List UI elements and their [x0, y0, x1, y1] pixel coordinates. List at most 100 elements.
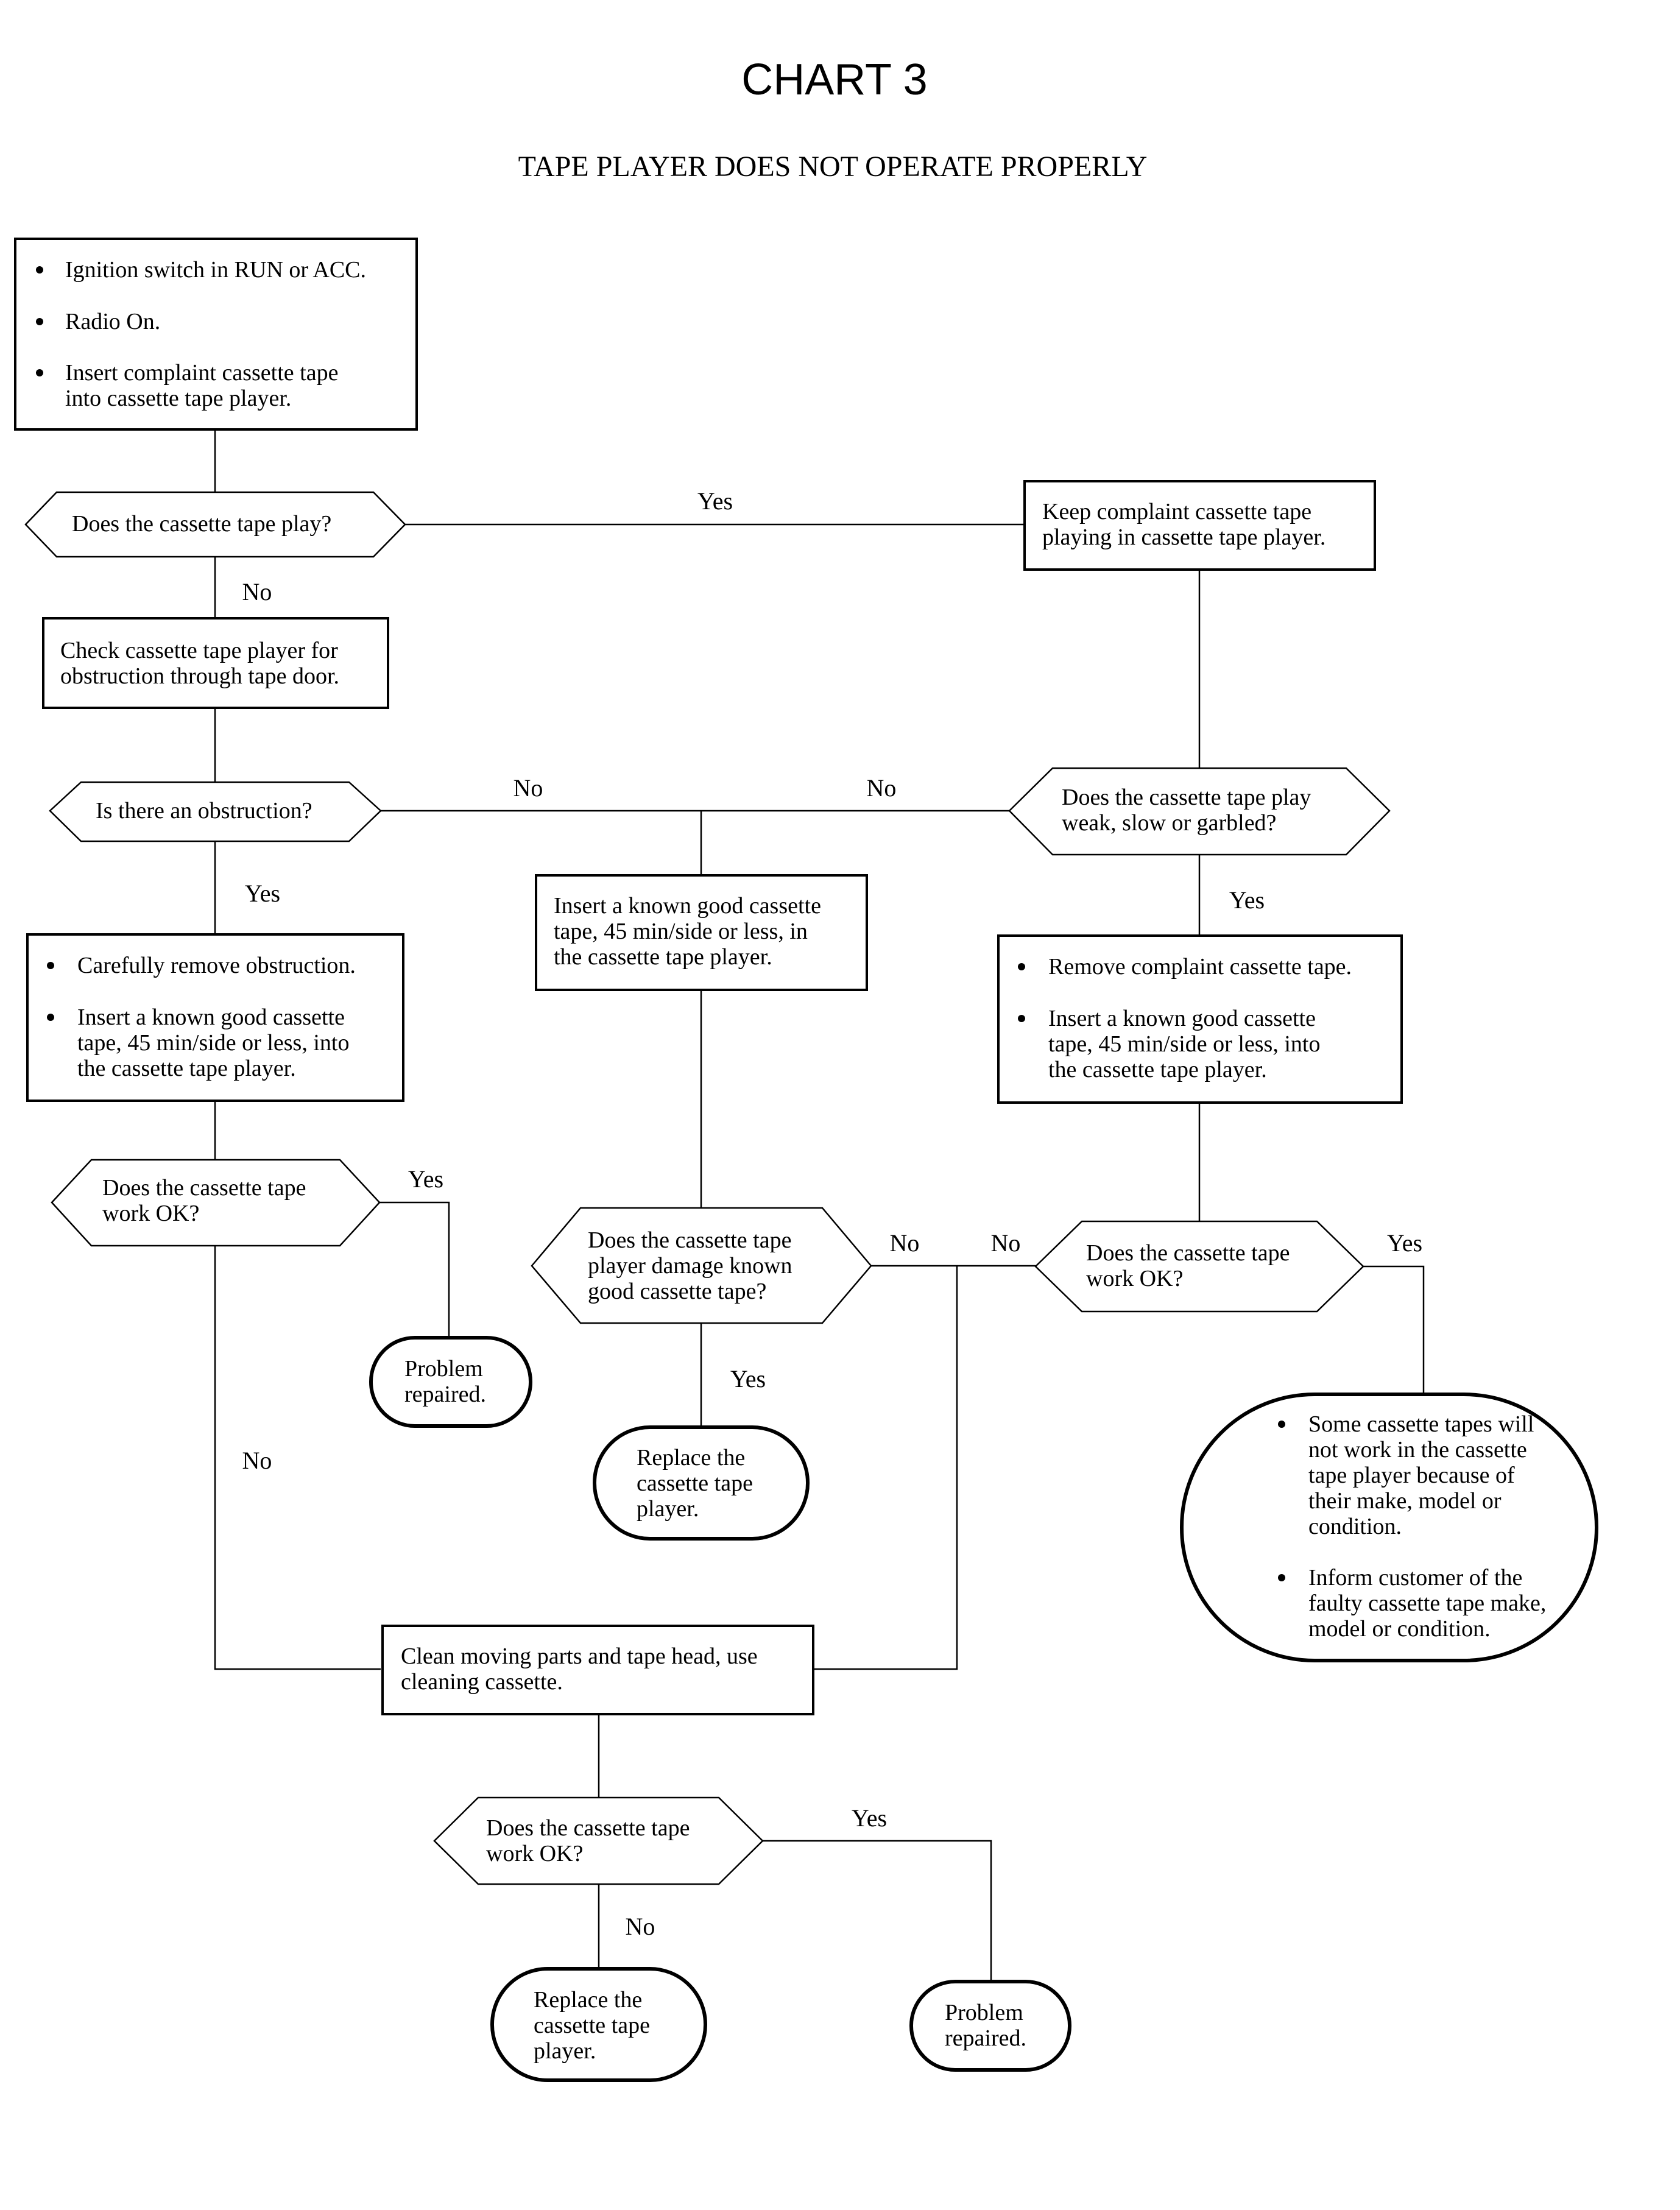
q-work-bottom-text: work OK? — [486, 1841, 583, 1866]
q-work-left-text: work OK? — [102, 1201, 199, 1226]
q-work-right-text: Does the cassette tape — [1086, 1240, 1290, 1266]
chart-subtitle: TAPE PLAYER DOES NOT OPERATE PROPERLY — [518, 150, 1148, 183]
remove-complaint-text: Remove complaint cassette tape. — [1048, 954, 1352, 980]
remove-obstruction-bullet-icon — [47, 1014, 54, 1021]
edge-label-weak-no: No — [867, 774, 897, 802]
keep-playing-box — [1023, 480, 1376, 571]
start-text: Insert complaint cassette tape — [65, 360, 338, 386]
connector-q-work-left-no — [214, 1246, 381, 1670]
node-text-layer: Ignition switch in RUN or ACC. Radio On. I… — [36, 257, 1546, 2064]
connector-q-work-right-yes — [1363, 1265, 1425, 1394]
some-tapes-text: not work in the cassette — [1308, 1437, 1527, 1463]
edge-label-work-left-yes: Yes — [408, 1165, 443, 1193]
some-tapes-terminal — [1180, 1393, 1598, 1662]
check-obstruction-text: Check cassette tape player for — [60, 638, 338, 663]
q-weak-decision — [1008, 767, 1391, 856]
remove-complaint-text: tape, 45 min/side or less, into — [1048, 1031, 1320, 1057]
keep-playing-text: Keep complaint cassette tape — [1042, 499, 1311, 524]
some-tapes-bullet-icon — [1278, 1574, 1285, 1581]
replace-player-2-text: Replace the — [534, 1987, 642, 2013]
insert-good-mid-box — [535, 874, 868, 991]
problem-repaired-1-terminal — [369, 1336, 532, 1428]
q-damage-decision — [531, 1207, 872, 1324]
edge-label-plays-no: No — [242, 578, 272, 605]
q-damage-text: good cassette tape? — [588, 1279, 766, 1304]
start-bullet-icon — [36, 369, 43, 376]
insert-good-mid-text: the cassette tape player. — [554, 944, 772, 970]
remove-obstruction-text: the cassette tape player. — [77, 1056, 296, 1081]
q-work-bottom-decision — [433, 1796, 764, 1885]
keep-playing-text: playing in cassette tape player. — [1042, 524, 1325, 550]
start-text: Radio On. — [65, 309, 160, 334]
q-work-left-text: Does the cassette tape — [102, 1175, 306, 1201]
start-text: into cassette tape player. — [65, 386, 291, 411]
connector-q-work-left-yes — [379, 1201, 450, 1338]
edge-labels: Yes No No No Yes Yes Yes No No No Yes Ye… — [242, 487, 1423, 1940]
q-plays-text: Does the cassette tape play? — [72, 511, 331, 537]
chart-title: CHART 3 — [741, 55, 927, 104]
edge-label-damage-no: No — [890, 1229, 920, 1257]
q-weak-text: weak, slow or garbled? — [1062, 810, 1276, 836]
replace-player-2-terminal — [490, 1967, 707, 2082]
problem-repaired-2-text: Problem — [945, 2000, 1023, 2025]
edge-label-damage-yes: Yes — [730, 1365, 766, 1393]
q-work-right-decision — [1034, 1220, 1364, 1313]
edge-label-work-left-no: No — [242, 1447, 272, 1474]
remove-obstruction-text: tape, 45 min/side or less, into — [77, 1030, 349, 1056]
q-weak-text: Does the cassette tape play — [1062, 785, 1311, 810]
replace-player-1-text: cassette tape — [637, 1470, 753, 1496]
replace-player-1-text: Replace the — [637, 1445, 745, 1470]
some-tapes-text: Inform customer of the — [1308, 1565, 1522, 1590]
edge-label-weak-yes: Yes — [1229, 886, 1265, 914]
start-bullet-icon — [36, 318, 43, 325]
insert-good-mid-text: tape, 45 min/side or less, in — [554, 919, 808, 944]
remove-obstruction-text: Insert a known good cassette — [77, 1004, 345, 1030]
replace-player-2-text: cassette tape — [534, 2013, 650, 2038]
some-tapes-text: condition. — [1308, 1514, 1402, 1539]
q-damage-text: player damage known — [588, 1253, 792, 1279]
connector-right-no-to-clean — [814, 1266, 958, 1670]
clean-text: Clean moving parts and tape head, use — [401, 1643, 758, 1669]
start-text: Ignition switch in RUN or ACC. — [65, 257, 366, 283]
q-plays-decision — [24, 491, 406, 558]
q-obstruction-text: Is there an obstruction? — [96, 798, 312, 824]
remove-complaint-text: Insert a known good cassette — [1048, 1006, 1316, 1031]
remove-obstruction-bullet-icon — [47, 962, 54, 969]
q-work-left-decision — [51, 1159, 381, 1247]
start-bullet-icon — [36, 266, 43, 274]
check-obstruction-box — [42, 617, 389, 709]
remove-obstruction-text: Carefully remove obstruction. — [77, 953, 356, 978]
edge-label-work-right-no: No — [991, 1229, 1021, 1257]
edge-label-plays-yes: Yes — [697, 487, 733, 515]
connector-q-work-bottom-yes — [763, 1840, 992, 1982]
clean-box — [381, 1625, 814, 1715]
problem-repaired-1-text: Problem — [404, 1356, 483, 1382]
problem-repaired-2-terminal — [909, 1980, 1071, 2072]
some-tapes-text: model or condition. — [1308, 1616, 1491, 1642]
remove-complaint-bullet-icon — [1018, 963, 1025, 970]
q-damage-text: Does the cassette tape — [588, 1227, 791, 1253]
some-tapes-bullet-icon — [1278, 1421, 1285, 1428]
problem-repaired-1-text: repaired. — [404, 1382, 486, 1407]
edge-label-work-right-yes: Yes — [1387, 1229, 1422, 1257]
problem-repaired-2-text: repaired. — [945, 2025, 1026, 2051]
some-tapes-text: tape player because of — [1308, 1463, 1515, 1488]
replace-player-1-text: player. — [637, 1496, 699, 1522]
remove-complaint-bullet-icon — [1018, 1015, 1025, 1022]
q-obstruction-decision — [49, 781, 382, 842]
start-box — [14, 238, 418, 431]
remove-complaint-box — [997, 934, 1403, 1104]
some-tapes-text: Some cassette tapes will — [1308, 1411, 1534, 1437]
edge-label-work-bottom-yes: Yes — [852, 1804, 887, 1832]
q-work-bottom-text: Does the cassette tape — [486, 1815, 690, 1841]
insert-good-mid-text: Insert a known good cassette — [554, 893, 821, 919]
edge-label-obstruction-yes: Yes — [245, 880, 280, 907]
some-tapes-text: their make, model or — [1308, 1488, 1502, 1514]
check-obstruction-text: obstruction through tape door. — [60, 663, 339, 689]
remove-complaint-text: the cassette tape player. — [1048, 1057, 1267, 1082]
q-work-right-text: work OK? — [1086, 1266, 1183, 1291]
some-tapes-text: faulty cassette tape make, — [1308, 1590, 1546, 1616]
connectors — [214, 429, 1425, 1982]
remove-obstruction-box — [26, 933, 404, 1102]
